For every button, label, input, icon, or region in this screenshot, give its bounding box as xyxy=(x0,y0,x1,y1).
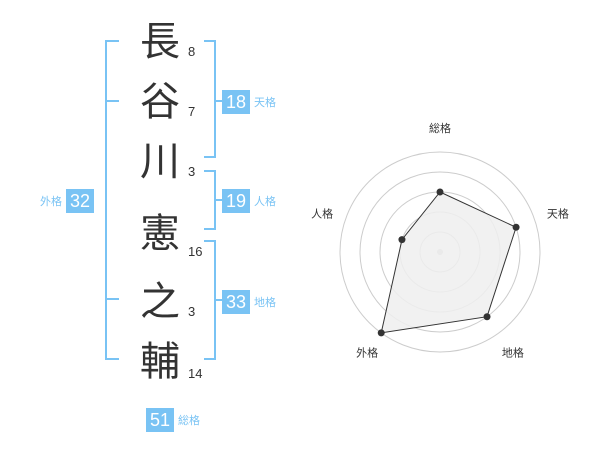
chikaku-label: 地格 xyxy=(254,296,276,309)
tenkaku-bracket-vertical xyxy=(214,40,216,158)
stroke-count-3: 3 xyxy=(188,164,196,179)
jinkaku-label: 人格 xyxy=(254,195,276,208)
gaikaku-bracket-tick xyxy=(105,100,119,102)
tenkaku-score: 18 天格 xyxy=(222,90,276,114)
tenkaku-bracket-bottom-tick xyxy=(204,156,216,158)
chikaku-value: 33 xyxy=(222,290,250,314)
stroke-count-2: 7 xyxy=(188,104,196,119)
name-character-5: 之 xyxy=(140,279,180,325)
radar-axis-label-3: 地格 xyxy=(502,345,524,359)
radar-ring xyxy=(339,151,541,353)
radar-point-2 xyxy=(512,223,520,231)
chikaku-bracket-connector xyxy=(214,299,222,301)
chikaku-bracket-bottom-tick xyxy=(204,358,216,360)
tenkaku-value: 18 xyxy=(222,90,250,114)
name-character-1: 長 xyxy=(140,19,180,65)
tenkaku-label: 天格 xyxy=(254,96,276,109)
stroke-count-4: 16 xyxy=(188,244,203,259)
chikaku-bracket-top-tick xyxy=(204,240,216,242)
gaikaku-value: 32 xyxy=(66,189,94,213)
soukaku-score: 51 総格 xyxy=(146,408,200,432)
tenkaku-bracket-connector xyxy=(214,100,222,102)
radar-point-5 xyxy=(398,236,406,244)
jinkaku-bracket-top-tick xyxy=(204,170,216,172)
radar-polygon-group xyxy=(380,191,517,334)
gaikaku-bracket-vertical xyxy=(105,40,107,360)
jinkaku-value: 19 xyxy=(222,189,250,213)
radar-ring xyxy=(359,171,521,333)
chikaku-score: 33 地格 xyxy=(222,290,276,314)
gaikaku-score: 外格 32 xyxy=(40,189,94,213)
name-character-4: 憲 xyxy=(140,211,180,257)
name-character-2: 谷 xyxy=(140,79,180,125)
radar-point-1 xyxy=(436,188,444,196)
stroke-count-5: 3 xyxy=(188,304,196,319)
gaikaku-label: 外格 xyxy=(40,195,62,208)
gaikaku-bracket-tick xyxy=(105,298,119,300)
jinkaku-bracket-connector xyxy=(214,199,222,201)
tenkaku-bracket-top-tick xyxy=(204,40,216,42)
name-character-6: 輔 xyxy=(140,339,180,385)
jinkaku-score: 19 人格 xyxy=(222,189,276,213)
stroke-count-6: 14 xyxy=(188,366,203,381)
radar-axis-label-1: 総格 xyxy=(429,121,451,135)
radar-axis-label-4: 外格 xyxy=(356,345,378,359)
jinkaku-bracket-bottom-tick xyxy=(204,228,216,230)
stroke-count-1: 8 xyxy=(188,44,196,59)
radar-series-polygon xyxy=(380,191,517,334)
gaikaku-bracket-bottom-tick xyxy=(105,358,119,360)
radar-point-3 xyxy=(483,313,491,321)
radar-axis-label-2: 天格 xyxy=(547,207,569,221)
name-character-3: 川 xyxy=(140,139,180,185)
radar-point-4 xyxy=(377,329,385,337)
radar-points xyxy=(377,188,520,337)
soukaku-value: 51 xyxy=(146,408,174,432)
soukaku-label: 総格 xyxy=(178,414,200,427)
gaikaku-bracket-top-tick xyxy=(105,40,119,42)
radar-axis-label-5: 人格 xyxy=(311,207,333,221)
